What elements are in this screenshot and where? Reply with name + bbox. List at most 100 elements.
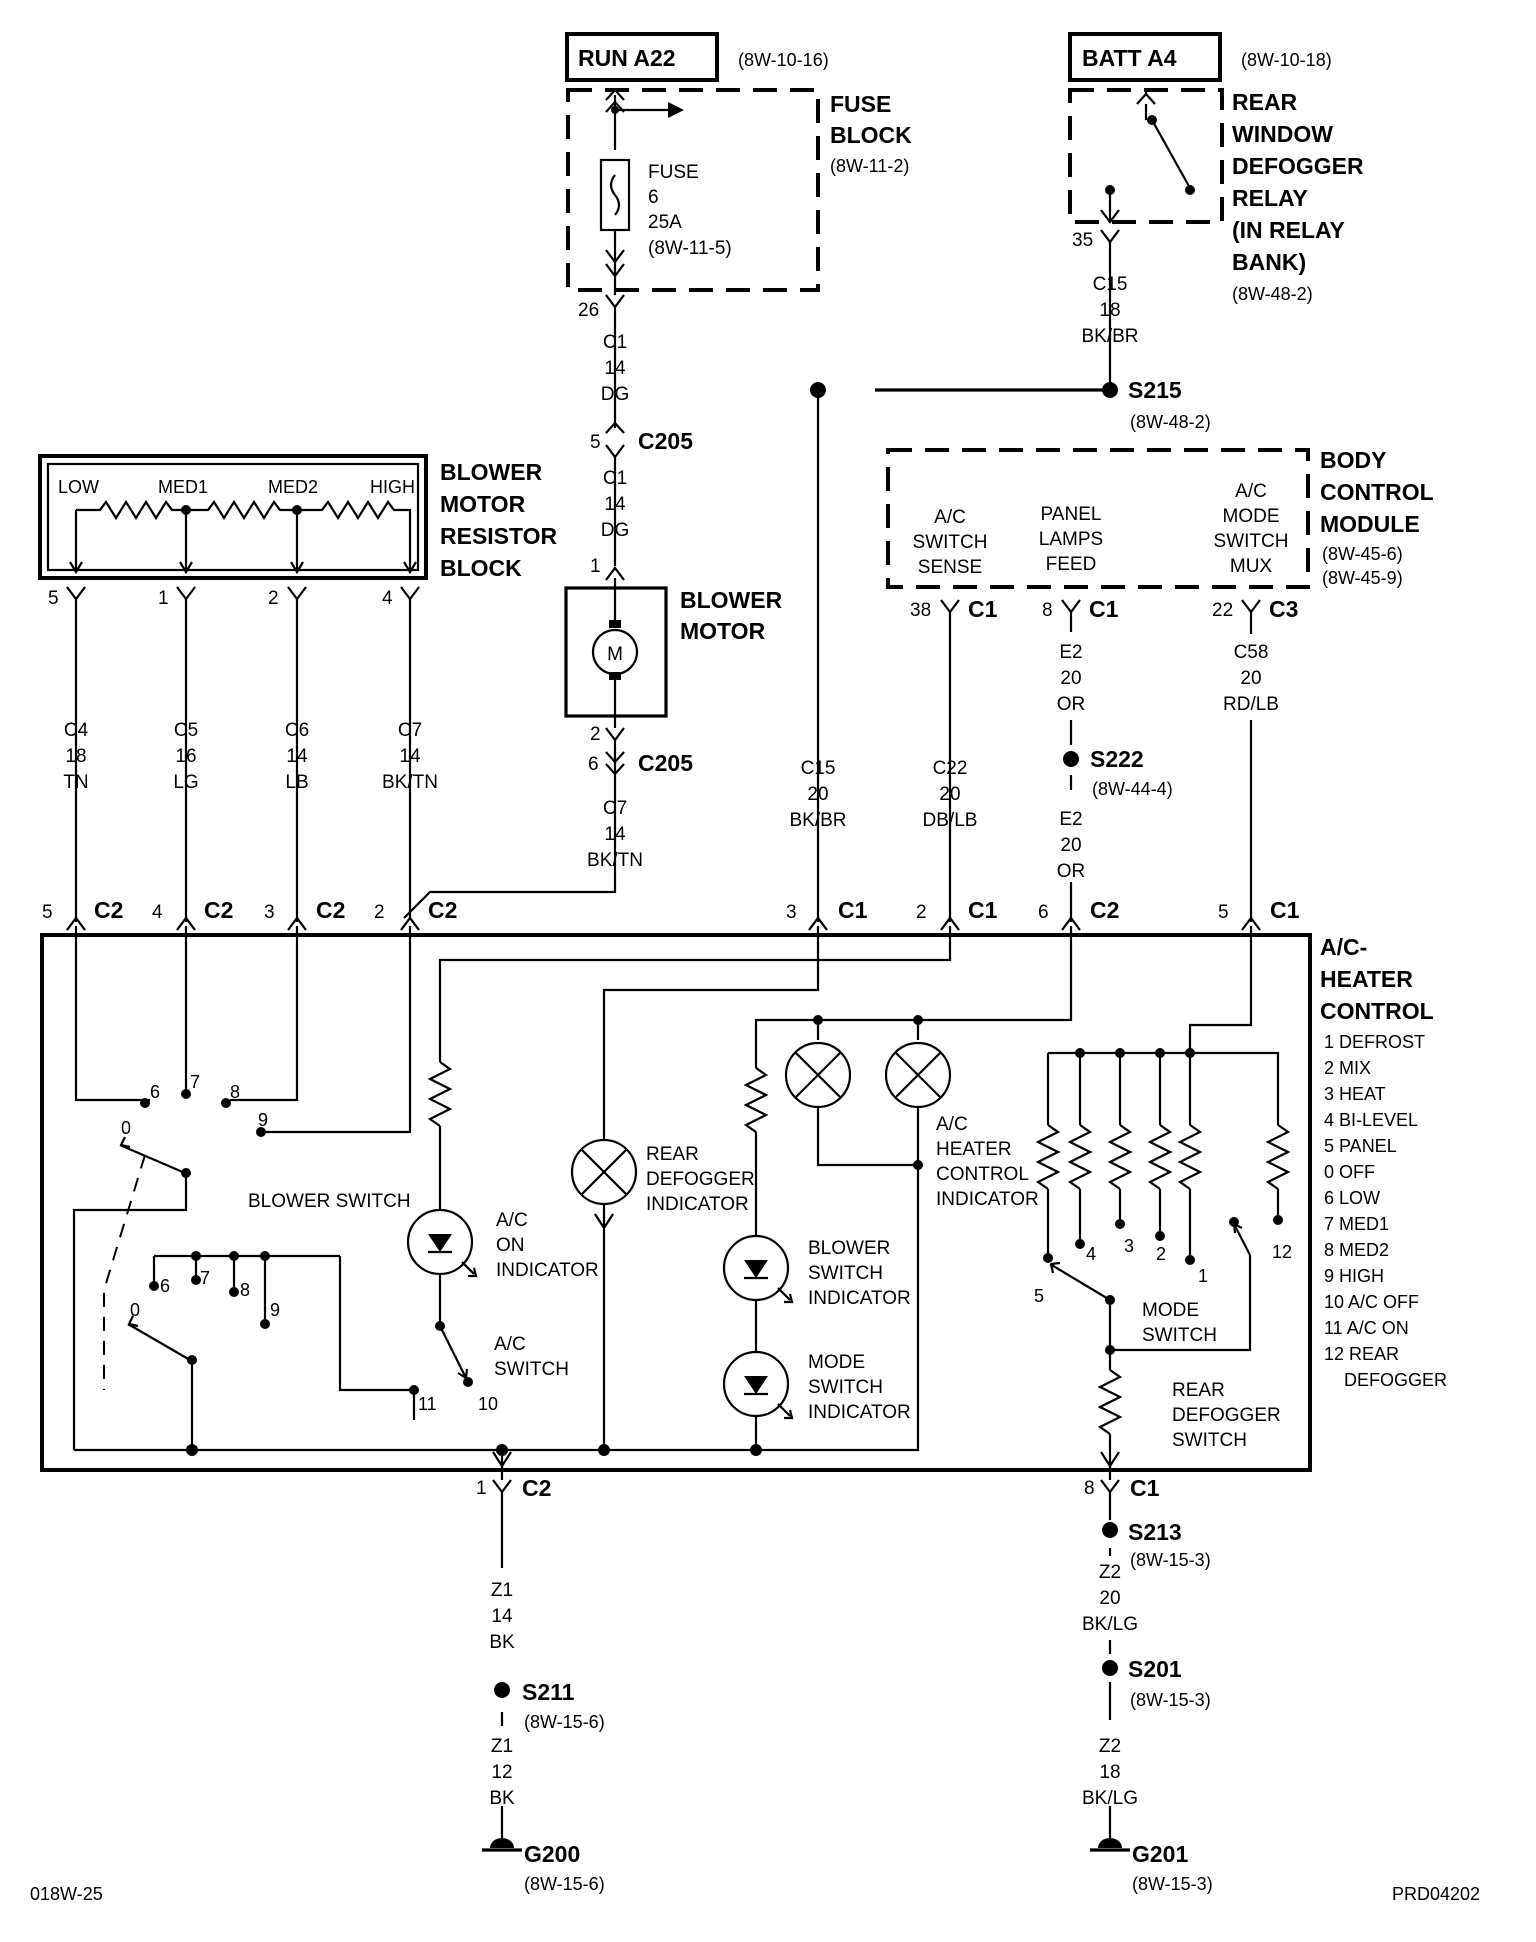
ac-heater-ind-label: CONTROL [936, 1164, 1029, 1185]
wire-code: C4 [64, 720, 89, 741]
rear-defogger-indicator: REAR DEFOGGER INDICATOR [570, 926, 820, 1450]
resistor-wires: C4 18 TN C5 16 LG C6 14 LB C7 14 BK/TN [63, 599, 438, 922]
run-a22-label: RUN A22 [578, 45, 676, 71]
ground-right-circuit: 8 C1 S213 (8W-15-3) Z2 20 BK/LG S201 (8W… [1082, 1475, 1213, 1894]
ac-on-ind-label: A/C [496, 1210, 528, 1231]
bcm-panel-lamps-feed: PANEL [1041, 504, 1102, 525]
fuse-block: FUSE BLOCK (8W-11-2) FUSE 6 25A (8W-11-5… [566, 88, 912, 321]
motor-pin-bottom: 2 [590, 724, 601, 745]
control-position-legend: 1 DEFROST 2 MIX 3 HEAT 4 BI-LEVEL 5 PANE… [1324, 1032, 1447, 1390]
ac-switch-label: SWITCH [494, 1359, 569, 1380]
mode-pos-2: 2 [1156, 1244, 1166, 1264]
batt-a4-label: BATT A4 [1082, 45, 1177, 71]
bcm-panel-lamps-feed: LAMPS [1039, 529, 1103, 550]
mode-switch-ind-label: MODE [808, 1352, 865, 1373]
legend-item: 7 MED1 [1324, 1214, 1389, 1234]
bcm-ref-1: (8W-45-6) [1322, 544, 1403, 564]
s215-ref: (8W-48-2) [1130, 412, 1211, 432]
wire-color: LB [285, 772, 308, 793]
control-title-2: HEATER [1320, 966, 1413, 992]
panel-lamps-and-indicators: BLOWER SWITCH INDICATOR MODE SWITCH INDI… [722, 926, 1073, 1450]
mode-pos-1: 1 [1198, 1266, 1208, 1286]
blower-pos-7: 7 [190, 1072, 200, 1092]
ac-heater-ind-label: INDICATOR [936, 1189, 1039, 1210]
resistor-block-title-4: BLOCK [440, 555, 522, 581]
conn-pin: 2 [916, 902, 927, 923]
wire-color: OR [1057, 861, 1086, 882]
bcm-mode-switch-mux: MODE [1223, 506, 1280, 527]
mode-switch-ind-label: SWITCH [808, 1377, 883, 1398]
resistor-pin-high: 4 [382, 588, 393, 609]
conn-pin: 5 [1218, 902, 1229, 923]
bcm-ac-switch-sense: SWITCH [913, 532, 988, 553]
rear-defogger-ind-label: DEFOGGER [646, 1169, 755, 1190]
footer-doc-id: PRD04202 [1392, 1884, 1480, 1904]
splice-s215: S215 (8W-48-2) [810, 377, 1211, 922]
fuse-block-title-2: BLOCK [830, 122, 912, 148]
wire-code: Z2 [1099, 1736, 1121, 1757]
wire-code: C5 [174, 720, 198, 741]
wire-color: DB/LB [923, 810, 978, 831]
legend-item: 8 MED2 [1324, 1240, 1389, 1260]
control-connectors: 5 C2 4 C2 3 C2 2 C2 3 C1 2 C1 6 C2 5 C1 [42, 897, 1300, 932]
resistor-pin-med1: 1 [158, 588, 169, 609]
ground-g200-ref: (8W-15-6) [524, 1874, 605, 1894]
c205-top-name: C205 [638, 428, 693, 454]
legend-item: 3 HEAT [1324, 1084, 1386, 1104]
rear-defogger-ind-label: REAR [646, 1144, 699, 1165]
resistor-pin-med2: 2 [268, 588, 279, 609]
wire-code: Z1 [491, 1736, 513, 1757]
wire-gauge: 14 [491, 1606, 513, 1627]
resistor-med1-label: MED1 [158, 477, 208, 497]
motor-symbol-letter: M [607, 644, 623, 665]
control-title-1: A/C- [1320, 934, 1367, 960]
bcm-pin-22: 22 [1212, 600, 1233, 621]
wire-color: BK/TN [587, 850, 643, 871]
bcm-title-3: MODULE [1320, 511, 1420, 537]
legend-item: DEFOGGER [1344, 1370, 1447, 1390]
ac-heater-control: A/C- HEATER CONTROL 1 DEFROST 2 MIX 3 HE… [40, 926, 1447, 1480]
wire-color: OR [1057, 694, 1086, 715]
wire-gauge: 18 [1099, 1762, 1120, 1783]
connector-c205-top: 5 C205 [590, 421, 693, 459]
relay-title-2: WINDOW [1232, 121, 1333, 147]
blower-pos-0: 0 [121, 1118, 131, 1138]
s215-name: S215 [1128, 377, 1182, 403]
bcm-pin-8: 8 [1042, 600, 1053, 621]
legend-item: 5 PANEL [1324, 1136, 1397, 1156]
wire-gauge: 12 [491, 1762, 512, 1783]
relay-title-5: (IN RELAY [1232, 217, 1345, 243]
wire-color: BK/BR [789, 810, 846, 831]
splice-s213-ref: (8W-15-3) [1130, 1550, 1211, 1570]
connector-c205-bottom: 6 C205 [588, 750, 693, 776]
wire-gauge: 14 [399, 746, 421, 767]
blower-pos-6: 6 [150, 1082, 160, 1102]
blower-lower-pos-6: 6 [160, 1276, 170, 1296]
fuse-label-1: FUSE [648, 162, 699, 183]
wire-e2: E2 20 OR S222 (8W-44-4) E2 20 OR [1057, 612, 1173, 922]
mode-pos-12: 12 [1272, 1242, 1292, 1262]
conn-name: C2 [1090, 897, 1119, 923]
wire-code: C15 [1093, 274, 1128, 295]
c205-bottom-pin: 6 [588, 754, 599, 775]
bcm-title-1: BODY [1320, 447, 1386, 473]
blower-switch-ind-label: INDICATOR [808, 1288, 911, 1309]
fuse-label-3: 25A [648, 212, 682, 233]
blower-lower-pos-0: 0 [130, 1300, 140, 1320]
fuse-block-title-1: FUSE [830, 91, 891, 117]
wire-color: RD/LB [1223, 694, 1279, 715]
mode-switch-label: SWITCH [1142, 1325, 1217, 1346]
resistor-block-title-3: RESISTOR [440, 523, 558, 549]
bcm-ref-2: (8W-45-9) [1322, 568, 1403, 588]
ground-g200-name: G200 [524, 1841, 580, 1867]
bcm-title-2: CONTROL [1320, 479, 1434, 505]
s222-ref: (8W-44-4) [1092, 779, 1173, 799]
wire-color: DG [601, 384, 630, 405]
resistor-med2-label: MED2 [268, 477, 318, 497]
wire-color: BK/LG [1082, 1614, 1138, 1635]
blower-motor-resistor-block: BLOWER MOTOR RESISTOR BLOCK LOW MED1 MED… [38, 454, 558, 609]
splice-s213-name: S213 [1128, 1519, 1182, 1545]
c205-bottom-name: C205 [638, 750, 693, 776]
wire-fuse-to-c205: C1 14 DG [601, 307, 630, 428]
